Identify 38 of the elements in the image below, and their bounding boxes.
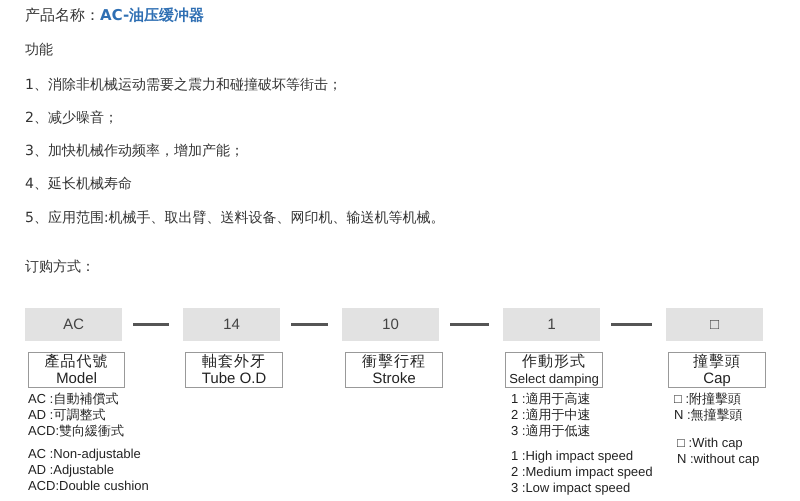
option-text: N :無撞擊頭 xyxy=(674,407,743,423)
label-box: 作動形式 Select damping xyxy=(505,352,603,388)
list-item: 4、延长机械寿命 xyxy=(25,175,132,193)
option-text: N :without cap xyxy=(677,451,760,467)
label-box: 產品代號 Model xyxy=(28,352,125,388)
option-text: 1 :High impact speed xyxy=(511,448,634,464)
connector-dash xyxy=(133,323,169,326)
label-box: 衝擊行程 Stroke xyxy=(345,352,443,388)
option-text: AC :自動補償式 xyxy=(28,391,118,407)
option-text: □ :With cap xyxy=(677,435,743,451)
option-text: ACD:Double cushion xyxy=(28,478,149,494)
code-box: AC xyxy=(25,308,122,341)
list-item: 2、减少噪音； xyxy=(25,109,118,127)
section-heading: 功能 xyxy=(25,41,53,59)
code-box: □ xyxy=(666,308,763,341)
option-text: 3 :Low impact speed xyxy=(511,480,630,496)
option-text: □ :附撞擊頭 xyxy=(674,391,742,407)
connector-dash xyxy=(611,323,652,326)
connector-dash xyxy=(291,323,328,326)
label-box: 撞擊頭 Cap xyxy=(668,352,766,388)
option-text: 2 :適用于中速 xyxy=(511,407,590,423)
code-box: 1 xyxy=(503,308,600,341)
list-item: 3、加快机械作动频率，增加产能； xyxy=(25,142,244,160)
option-text: ACD:雙向緩衝式 xyxy=(28,423,124,439)
section-heading: 订购方式： xyxy=(25,258,95,276)
code-box: 14 xyxy=(183,308,280,341)
option-text: 3 :適用于低速 xyxy=(511,423,590,439)
option-text: AD :可調整式 xyxy=(28,407,106,423)
option-text: 2 :Medium impact speed xyxy=(511,464,653,480)
label-box: 軸套外牙 Tube O.D xyxy=(185,352,283,388)
list-item: 1、消除非机械运动需要之震力和碰撞破坏等街击； xyxy=(25,76,342,94)
list-item: 5、应用范围:机械手、取出臂、送料设备、网印机、输送机等机械。 xyxy=(25,209,445,227)
option-text: AD :Adjustable xyxy=(28,462,114,478)
connector-dash xyxy=(450,323,489,326)
page-title: 产品名称：AC-油压缓冲器 xyxy=(25,6,204,24)
option-text: AC :Non-adjustable xyxy=(28,446,141,462)
option-text: 1 :適用于高速 xyxy=(511,391,590,407)
code-box: 10 xyxy=(342,308,439,341)
